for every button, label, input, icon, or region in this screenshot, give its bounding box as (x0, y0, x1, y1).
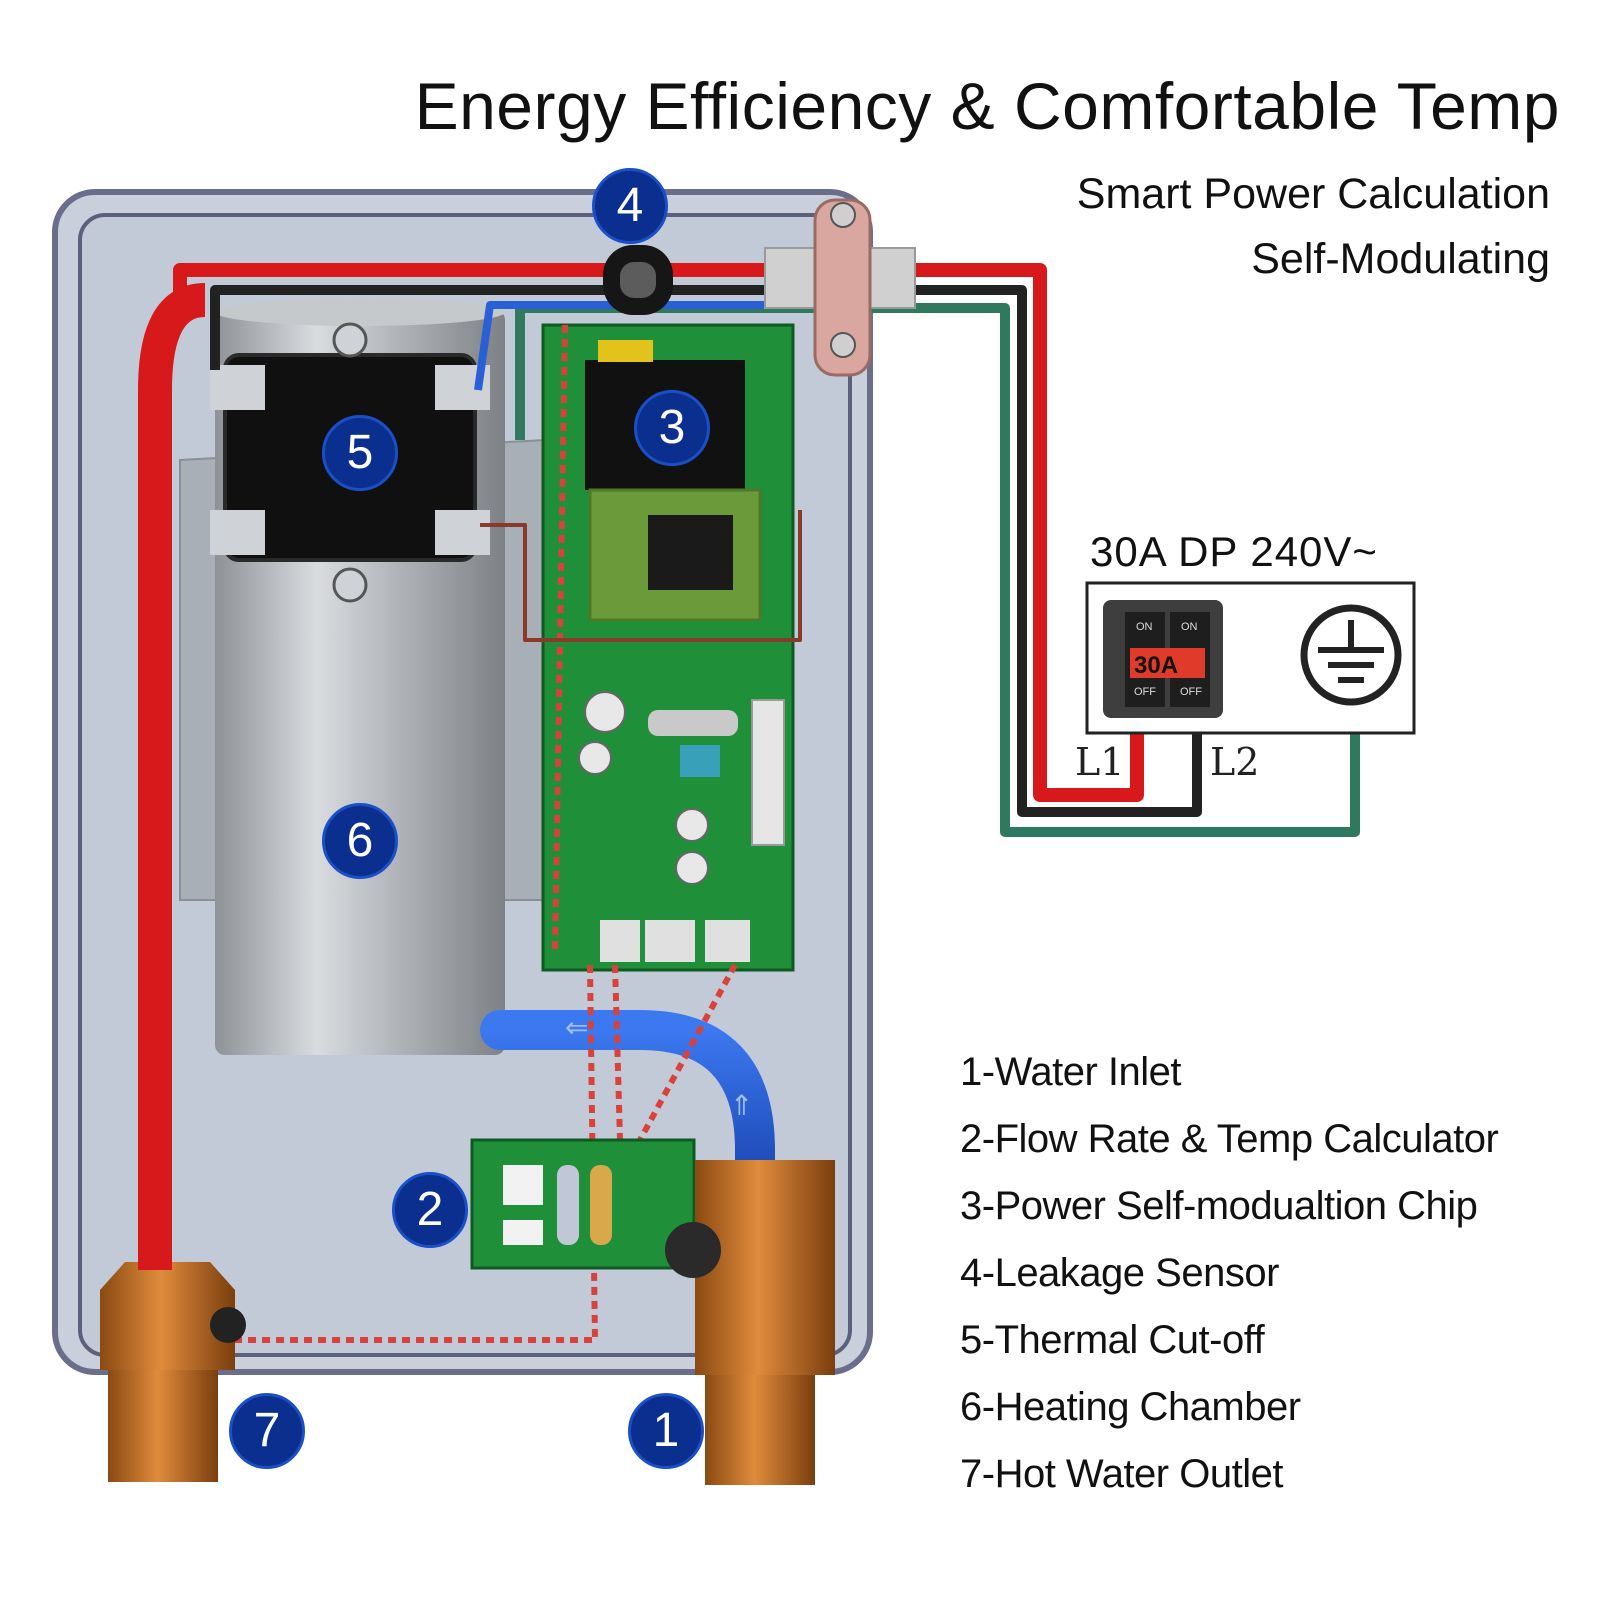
line-1-label: L1 (1075, 740, 1125, 784)
main-title: Energy Efficiency & Comfortable Temp (414, 69, 1560, 143)
legend-item: 6-Heating Chamber (960, 1385, 1301, 1429)
line-2-label: L2 (1210, 740, 1260, 784)
flow-sensor-board (470, 1138, 696, 1270)
badge-3: 3 (634, 390, 710, 466)
badge-5: 5 (322, 415, 398, 491)
subtitle-self-modulating: Self-Modulating (1251, 235, 1550, 283)
leakage-sensor (603, 245, 673, 315)
breaker-rating-label: 30A (1134, 652, 1178, 679)
badge-7: 7 (229, 1393, 305, 1469)
legend-item: 2-Flow Rate & Temp Calculator (960, 1117, 1499, 1161)
badge-2: 2 (392, 1172, 468, 1248)
svg-text:⇐: ⇐ (565, 1011, 588, 1044)
legend-item: 4-Leakage Sensor (960, 1251, 1279, 1295)
component-legend: 1-Water Inlet 2-Flow Rate & Temp Calcula… (960, 1050, 1499, 1519)
water-inlet-fitting (665, 1160, 835, 1485)
legend-item: 7-Hot Water Outlet (960, 1452, 1283, 1496)
subtitle-smart-power: Smart Power Calculation (1076, 170, 1550, 218)
legend-item: 5-Thermal Cut-off (960, 1318, 1265, 1362)
svg-text:⇑: ⇑ (730, 1089, 753, 1122)
badge-6: 6 (322, 803, 398, 879)
ground-symbol-icon (1300, 604, 1402, 706)
cable-clamp (764, 198, 916, 377)
breaker-panel (1085, 581, 1416, 735)
power-wiring (173, 263, 1360, 837)
badge-4: 4 (592, 168, 668, 244)
legend-item: 3-Power Self-modualtion Chip (960, 1184, 1478, 1228)
badge-1: 1 (628, 1393, 704, 1469)
hot-water-outlet-fitting (100, 1262, 246, 1482)
breaker-off-left: OFF (1134, 686, 1156, 698)
breaker-on-left: ON (1136, 621, 1153, 633)
legend-item: 1-Water Inlet (960, 1050, 1181, 1094)
sensor-wires (220, 324, 738, 1343)
breaker-on-right: ON (1181, 621, 1198, 633)
cold-water-pipe: ⇐ ⇑ (480, 1010, 775, 1195)
breaker-off-right: OFF (1180, 686, 1202, 698)
hot-water-pipe (138, 283, 207, 1270)
breaker-spec-label: 30A DP 240V~ (1090, 528, 1378, 575)
